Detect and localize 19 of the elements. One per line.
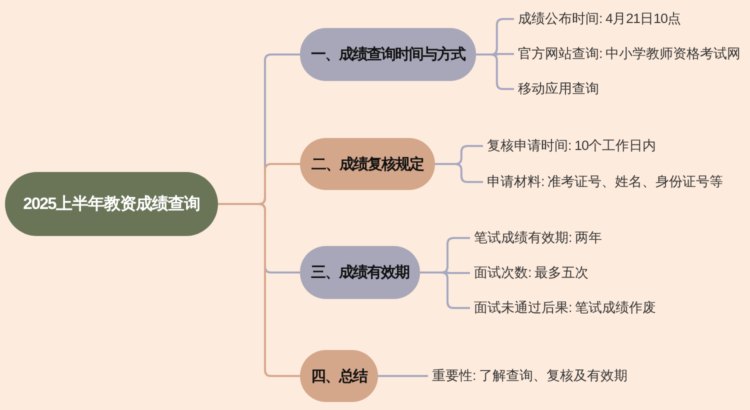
connector-line [378,375,428,377]
root-topic-box: 2025上半年教资成绩查询 [5,172,218,236]
connector-line [435,163,483,183]
topic-box: 三、成绩有效期 [300,246,420,299]
topic-box: 四、总结 [300,350,378,402]
subtopic-text: 笔试成绩有效期: 两年 [474,227,602,249]
subtopic-text: 成绩公布时间: 4月21日10点 [518,8,682,30]
topic-box: 一、成绩查询时间与方式 [300,28,476,81]
subtopic-text: 申请材料: 准考证号、姓名、身份证号等 [487,171,724,193]
subtopic-text: 重要性: 了解查询、复核及有效期 [432,365,628,387]
subtopic-text: 复核申请时间: 10个工作日内 [487,135,656,157]
subtopic-text: 面试次数: 最多五次 [474,262,589,284]
subtopic-text: 官方网站查询: 中小学教师资格考试网 [518,43,741,65]
topic-box: 二、成绩复核规定 [300,138,435,190]
connector-line [476,54,514,90]
subtopic-text: 面试未通过后果: 笔试成绩作废 [474,297,656,319]
connector-line [218,203,300,377]
subtopic-text: 移动应用查询 [518,78,599,100]
connector-line [420,272,470,309]
